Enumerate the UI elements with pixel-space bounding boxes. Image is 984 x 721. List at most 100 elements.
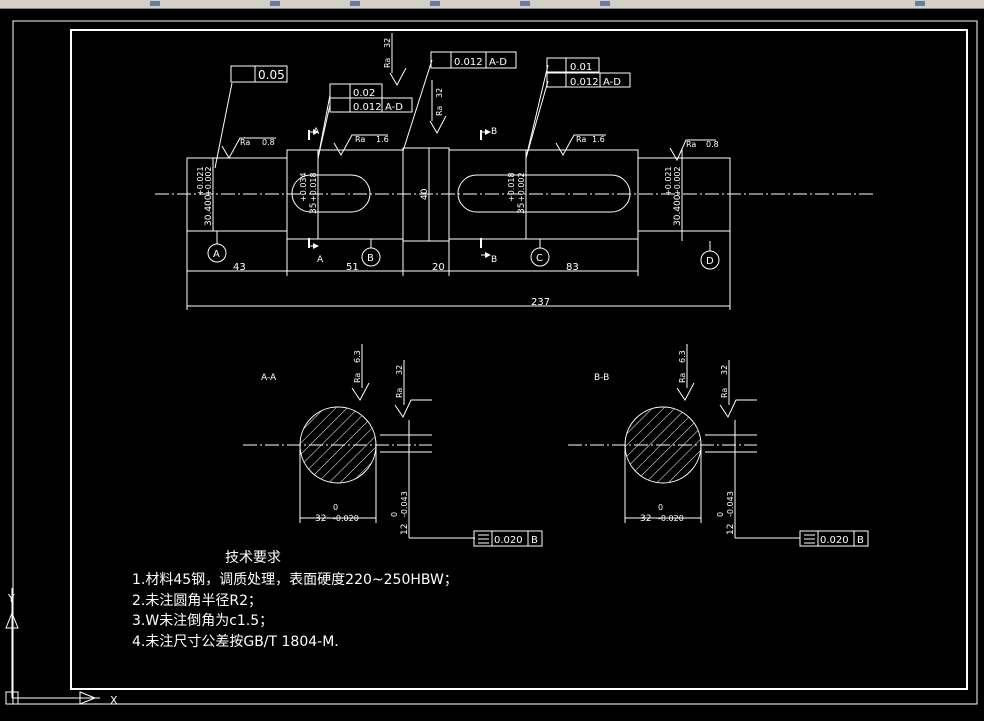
toolbar-button[interactable]	[520, 1, 530, 6]
flatness-frame-a	[473, 530, 543, 547]
svg-text:-0.043: -0.043	[726, 491, 735, 517]
svg-text:A: A	[213, 249, 220, 260]
ucs-x-label: X	[110, 694, 118, 707]
toolbar-button[interactable]	[150, 1, 160, 6]
svg-text:B: B	[491, 127, 497, 137]
svg-text:0.020: 0.020	[820, 535, 849, 546]
svg-text:0.01: 0.01	[570, 62, 592, 73]
svg-text:32: 32	[720, 365, 729, 375]
svg-text:Ra: Ra	[383, 58, 392, 68]
svg-text:35: 35	[309, 203, 319, 214]
svg-text:1.6: 1.6	[592, 135, 605, 144]
toolbar-strip	[0, 0, 984, 9]
svg-text:12: 12	[400, 524, 410, 535]
svg-text:+0.034: +0.034	[299, 172, 308, 202]
svg-text:32: 32	[395, 365, 404, 375]
svg-text:C: C	[536, 253, 543, 264]
svg-text:83: 83	[566, 262, 579, 273]
svg-text:B: B	[857, 535, 864, 546]
svg-text:+0.002: +0.002	[517, 172, 526, 202]
svg-text:0: 0	[716, 512, 725, 517]
svg-text:B: B	[367, 253, 374, 264]
drawing-frame	[12, 20, 978, 705]
svg-text:Ra: Ra	[355, 135, 365, 144]
svg-text:0.8: 0.8	[706, 140, 719, 149]
svg-text:0.012: 0.012	[353, 102, 382, 113]
svg-text:Ra: Ra	[686, 140, 696, 149]
svg-text:12: 12	[726, 524, 736, 535]
svg-text:A: A	[317, 255, 324, 265]
notes-item: 1.材料45钢，调质处理，表面硬度220~250HBW；	[132, 572, 458, 588]
drawing-canvas[interactable]: 0.05 0.02 0.012 A-D 0.012 A-D 0.01 0.012…	[0, 8, 984, 717]
svg-text:-0.043: -0.043	[400, 491, 409, 517]
svg-text:+0.021: +0.021	[664, 166, 673, 196]
main-view-text: 0.05 0.02 0.012 A-D 0.012 A-D 0.01 0.012…	[196, 38, 719, 308]
svg-text:20: 20	[432, 262, 445, 273]
notes-title: 技术要求	[225, 550, 281, 566]
svg-text:35: 35	[517, 203, 527, 214]
svg-text:0.012: 0.012	[570, 77, 599, 88]
svg-text:32: 32	[435, 88, 444, 98]
svg-text:43: 43	[233, 262, 246, 273]
svg-text:0.8: 0.8	[262, 138, 275, 147]
svg-text:Ra: Ra	[240, 138, 250, 147]
svg-text:Ra: Ra	[576, 135, 586, 144]
shaft-main-view	[155, 33, 876, 310]
svg-text:Ra: Ra	[720, 388, 729, 398]
toolbar-button[interactable]	[350, 1, 360, 6]
toolbar-button[interactable]	[270, 1, 280, 6]
svg-text:+0.021: +0.021	[196, 166, 205, 196]
svg-text:0: 0	[390, 512, 399, 517]
svg-text:+0.002: +0.002	[204, 166, 213, 196]
notes-item: 4.未注尺寸公差按GB/T 1804-M.	[132, 634, 339, 650]
technical-notes: 技术要求 1.材料45钢，调质处理，表面硬度220~250HBW； 2.未注圆角…	[132, 550, 458, 650]
notes-item: 2.未注圆角半径R2；	[132, 593, 262, 609]
svg-text:D: D	[706, 256, 714, 267]
svg-text:+0.018: +0.018	[309, 172, 318, 202]
svg-text:-0.020: -0.020	[658, 514, 684, 523]
svg-text:40: 40	[420, 188, 430, 200]
svg-text:B: B	[531, 535, 538, 546]
svg-text:Ra: Ra	[395, 388, 404, 398]
tolerance-frames	[230, 51, 631, 113]
svg-text:Ra: Ra	[353, 373, 362, 383]
svg-text:A-D: A-D	[385, 102, 403, 113]
svg-text:6.3: 6.3	[353, 350, 362, 363]
svg-text:0.012: 0.012	[454, 57, 483, 68]
svg-text:30.400: 30.400	[204, 194, 214, 226]
section-b-b	[568, 344, 800, 539]
section-b-b-text: B-B Ra 6.3 Ra 32 32 -0.020 0 12 -0.043 0	[594, 350, 736, 535]
svg-text:32: 32	[315, 514, 326, 524]
toolbar-button[interactable]	[600, 1, 610, 6]
svg-text:6.3: 6.3	[678, 350, 687, 363]
svg-text:B-B: B-B	[594, 373, 609, 383]
svg-text:A-A: A-A	[261, 373, 277, 383]
svg-text:0: 0	[333, 503, 338, 512]
svg-text:A-D: A-D	[603, 77, 621, 88]
svg-text:32: 32	[640, 514, 651, 524]
section-a-a-text: A-A Ra 6.3 Ra 32 32 -0.020 0 12 -0.043 0	[261, 350, 410, 535]
svg-text:B: B	[491, 255, 497, 265]
svg-text:0.02: 0.02	[353, 88, 375, 99]
svg-text:237: 237	[531, 297, 550, 308]
notes-item: 3.W未注倒角为c1.5；	[132, 613, 273, 629]
svg-text:0: 0	[658, 503, 663, 512]
svg-text:Ra: Ra	[435, 106, 444, 116]
toolbar-button[interactable]	[915, 1, 925, 6]
svg-text:A-D: A-D	[489, 57, 507, 68]
svg-text:Ra: Ra	[678, 373, 687, 383]
svg-text:32: 32	[383, 38, 392, 48]
flatness-frame-b	[799, 530, 869, 547]
toolbar-button[interactable]	[430, 1, 440, 6]
svg-text:0.05: 0.05	[258, 68, 285, 82]
ucs-y-label: Y	[7, 592, 15, 605]
section-a-a	[243, 344, 475, 539]
svg-text:+0.002: +0.002	[673, 166, 682, 196]
svg-text:0.020: 0.020	[494, 535, 523, 546]
svg-text:30.400: 30.400	[673, 194, 683, 226]
svg-text:51: 51	[346, 262, 359, 273]
ucs-icon	[5, 588, 100, 705]
svg-text:-0.020: -0.020	[333, 514, 359, 523]
svg-text:A: A	[313, 127, 320, 137]
svg-text:+0.018: +0.018	[507, 172, 516, 202]
